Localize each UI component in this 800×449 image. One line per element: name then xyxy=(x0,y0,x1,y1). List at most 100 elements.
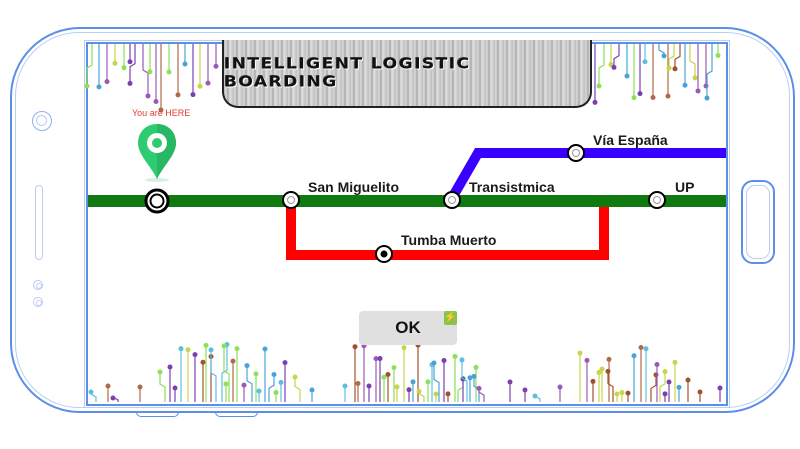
circuit-node xyxy=(619,390,625,396)
circuit-node xyxy=(666,379,672,385)
circuit-trace xyxy=(223,346,230,402)
circuit-node xyxy=(642,59,648,65)
circuit-node xyxy=(685,377,691,383)
circuit-node xyxy=(473,364,479,370)
circuit-node xyxy=(605,368,611,374)
map-pin-icon xyxy=(138,124,176,182)
circuit-node xyxy=(213,63,219,69)
circuit-node xyxy=(599,366,605,372)
circuit-node xyxy=(717,385,723,391)
circuit-node xyxy=(234,346,240,352)
ok-button[interactable]: OK xyxy=(359,311,457,345)
station-label-san-miguelito: San Miguelito xyxy=(308,179,399,195)
sensor-icon xyxy=(33,297,43,307)
circuit-node xyxy=(662,391,668,397)
circuit-node xyxy=(309,387,315,393)
circuit-node xyxy=(606,356,612,362)
home-button[interactable] xyxy=(741,180,775,264)
circuit-node xyxy=(666,65,672,71)
circuit-node xyxy=(84,83,90,89)
sensor-icon xyxy=(33,280,43,290)
circuit-node xyxy=(592,99,598,105)
circuit-node xyxy=(467,375,473,381)
circuit-node xyxy=(637,91,643,97)
circuit-trace xyxy=(159,372,166,402)
circuit-node xyxy=(203,342,209,348)
circuit-node xyxy=(692,75,698,81)
circuit-trace xyxy=(473,376,480,402)
circuit-node xyxy=(292,374,298,380)
circuit-node xyxy=(476,385,482,391)
circuit-node xyxy=(445,391,451,397)
circuit-node xyxy=(638,344,644,350)
circuit-node xyxy=(262,346,268,352)
blue-line xyxy=(447,148,726,201)
circuit-node xyxy=(185,347,191,353)
circuit-node xyxy=(172,385,178,391)
circuit-node xyxy=(662,369,668,375)
circuit-node xyxy=(441,357,447,363)
circuit-node xyxy=(377,356,383,362)
circuit-node xyxy=(596,83,602,89)
circuit-node xyxy=(175,92,181,98)
circuit-node xyxy=(127,80,133,86)
circuit-node xyxy=(110,395,116,401)
circuit-node xyxy=(654,361,660,367)
circuit-node xyxy=(385,371,391,377)
circuit-node xyxy=(596,369,602,375)
circuit-node xyxy=(522,387,528,393)
circuit-node xyxy=(410,379,416,385)
circuit-trace xyxy=(659,371,666,402)
circuit-trace xyxy=(607,371,614,402)
circuit-node xyxy=(205,80,211,86)
circuit-node xyxy=(653,372,659,378)
station-san-miguelito[interactable] xyxy=(282,191,300,209)
station-tumba-muerto[interactable] xyxy=(375,245,393,263)
circuit-node xyxy=(127,59,133,65)
circuit-node xyxy=(190,92,196,98)
circuit-node xyxy=(373,356,379,362)
circuit-node xyxy=(355,380,361,386)
red-line xyxy=(286,201,609,260)
circuit-node xyxy=(158,107,164,113)
circuit-node xyxy=(121,65,127,71)
circuit-node xyxy=(192,352,198,358)
circuit-node xyxy=(661,53,667,59)
circuit-node xyxy=(273,390,279,396)
station-transistmica[interactable] xyxy=(443,191,461,209)
circuit-node xyxy=(147,69,153,75)
circuit-node xyxy=(223,381,229,387)
you-are-here-label: You are HERE xyxy=(132,108,191,118)
circuit-node xyxy=(631,353,637,359)
circuit-node xyxy=(650,94,656,100)
circuit-node xyxy=(394,384,400,390)
circuit-node xyxy=(342,383,348,389)
circuit-node xyxy=(416,388,422,394)
circuit-node xyxy=(672,359,678,365)
circuit-trace xyxy=(650,374,657,402)
circuit-node xyxy=(715,52,721,58)
circuit-node xyxy=(401,345,407,351)
circuit-node xyxy=(577,350,583,356)
circuit-trace xyxy=(142,44,149,96)
station-current[interactable] xyxy=(144,188,170,214)
device-frame xyxy=(10,27,795,413)
circuit-node xyxy=(256,388,262,394)
circuit-node xyxy=(433,391,439,397)
circuit-trace xyxy=(129,44,136,84)
circuit-node xyxy=(197,83,203,89)
circuit-node xyxy=(278,379,284,385)
circuit-decoration xyxy=(84,44,723,402)
circuit-trace xyxy=(457,378,464,402)
station-up[interactable] xyxy=(648,191,666,209)
station-via-espana[interactable] xyxy=(567,144,585,162)
circuit-node xyxy=(381,374,387,380)
circuit-node xyxy=(145,93,151,99)
circuit-trace xyxy=(433,363,440,402)
circuit-node xyxy=(703,83,709,89)
circuit-node xyxy=(704,95,710,101)
circuit-node xyxy=(200,359,206,365)
app-title-banner: INTELLIGENT LOGISTIC BOARDING xyxy=(222,40,592,108)
circuit-node xyxy=(153,99,159,105)
